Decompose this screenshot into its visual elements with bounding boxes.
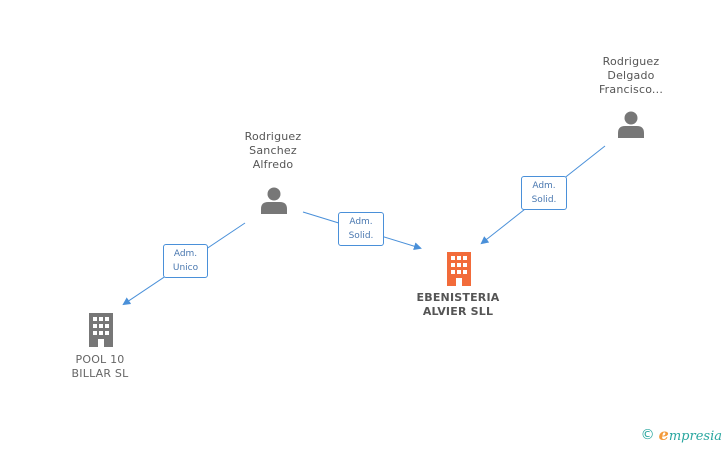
company-name-pool: POOL 10 BILLAR SL — [71, 353, 129, 380]
building-icon-highlighted — [447, 252, 471, 286]
company-name-ebenisteria: EBENISTERIA ALVIER SLL — [416, 291, 500, 318]
company-node-pool[interactable]: POOL 10 BILLAR SL — [55, 353, 145, 381]
edge-label-adm-solid-alfredo: Adm. Solid. — [338, 212, 384, 246]
building-icon — [89, 313, 113, 347]
empresia-logo: empresia — [658, 425, 722, 444]
copyright-icon: © — [640, 426, 655, 443]
edge-label-adm-unico: Adm. Unico — [163, 244, 208, 278]
person-name-alfredo: Rodriguez Sanchez Alfredo — [244, 130, 302, 171]
empresia-watermark: © empresia — [641, 425, 722, 444]
person-name-francisco: Rodriguez Delgado Francisco... — [598, 55, 664, 96]
person-icon — [261, 187, 287, 214]
person-icon — [618, 111, 644, 138]
company-node-ebenisteria[interactable]: EBENISTERIA ALVIER SLL — [403, 291, 513, 319]
person-node-francisco[interactable]: Rodriguez Delgado Francisco... — [586, 55, 676, 97]
edge-label-adm-solid-francisco: Adm. Solid. — [521, 176, 567, 210]
person-node-alfredo[interactable]: Rodriguez Sanchez Alfredo — [228, 130, 318, 172]
